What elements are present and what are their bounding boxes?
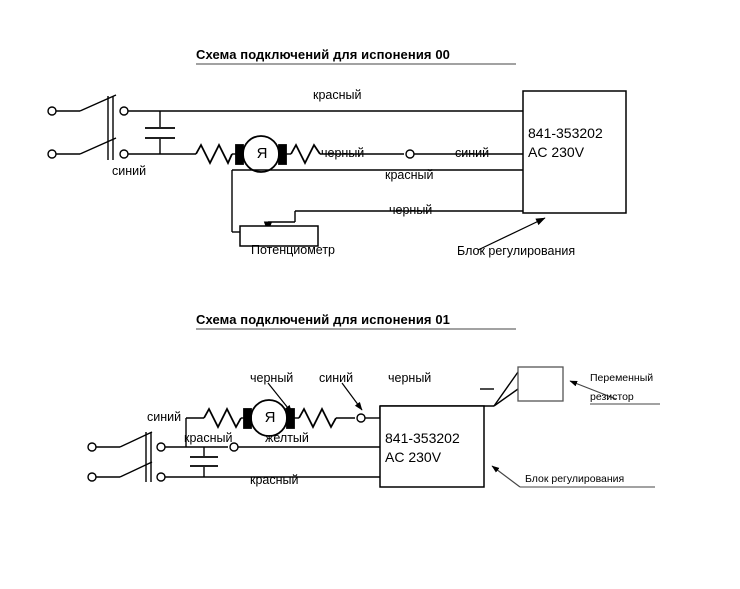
blue-label-leader-01 — [341, 382, 363, 411]
label-black-tap-01: черный — [250, 371, 294, 385]
label-blue-supply-01: синий — [147, 410, 182, 424]
variable-resistor-callout-line2: резистор — [590, 391, 634, 403]
control-block-01-callout-leader — [491, 465, 521, 488]
label-blue-motor-00: синий — [455, 146, 490, 160]
motor-letter-01: Я — [264, 409, 276, 426]
label-blue-tap-01: синий — [319, 371, 354, 385]
switch-blade-bottom — [79, 137, 117, 155]
label-black-bottom-00: черный — [389, 203, 433, 217]
control-block-01-model: 841-353202 — [385, 430, 460, 446]
control-block-00-callout-leader — [477, 217, 546, 251]
label-red-mid-00: красный — [385, 168, 434, 182]
diagram-00-title: Схема подключений для испонения 00 — [196, 47, 450, 62]
label-black-motor-00: черный — [321, 146, 365, 160]
label-red-bottom-01: красный — [250, 473, 299, 487]
diagram-00-circuit — [47, 90, 627, 251]
diagram-01-circuit — [87, 366, 660, 488]
variable-resistor-callout-line1: Переменный — [590, 372, 654, 384]
diagram-01-title: Схема подключений для испонения 01 — [196, 312, 450, 327]
input-terminal-bottom-01 — [87, 472, 97, 482]
control-block-00 — [522, 90, 627, 214]
junction-node-tap-01 — [356, 413, 366, 423]
control-block-01-voltage: AC 230V — [385, 449, 442, 465]
label-red-supply-01: красный — [184, 431, 233, 445]
switch-terminal-top — [119, 106, 129, 116]
potentiometer-label: Потенциометр — [251, 243, 336, 257]
junction-node-blue — [405, 149, 415, 159]
switch-blade-top-01 — [119, 431, 153, 448]
potentiometer-body — [239, 225, 319, 247]
resistor-left-01 — [203, 406, 242, 430]
resistor-left — [195, 142, 233, 166]
input-terminal-top — [47, 106, 57, 116]
input-terminal-bottom — [47, 149, 57, 159]
switch-blade-bottom-01 — [119, 461, 153, 478]
control-block-01-callout: Блок регулирования — [525, 473, 625, 485]
black-label-leader-01 — [267, 382, 293, 414]
label-yellow-motor-01: желтый — [265, 431, 309, 445]
control-block-01 — [379, 405, 485, 488]
switch-terminal-bottom — [119, 149, 129, 159]
label-red-top-00: красный — [313, 88, 362, 102]
control-block-00-model: 841-353202 — [528, 125, 603, 141]
switch-blade-top — [79, 94, 117, 112]
variable-resistor-callout-leader — [569, 380, 617, 400]
resistor-right-01 — [298, 406, 337, 430]
label-black-top-01: черный — [388, 371, 432, 385]
wire-to-varres-lower — [493, 388, 519, 407]
resistor-right — [290, 143, 321, 166]
motor-brush-right — [278, 144, 287, 165]
motor-brush-left-01 — [243, 408, 252, 429]
label-blue-supply-00: синий — [112, 164, 147, 178]
wire-to-varres-upper — [493, 371, 519, 407]
variable-resistor-body — [517, 366, 564, 402]
control-block-00-voltage: AC 230V — [528, 144, 585, 160]
control-block-00-callout: Блок регулирования — [457, 244, 576, 258]
motor-letter-00: Я — [256, 145, 268, 162]
switch-terminal-bottom-01 — [156, 472, 166, 482]
input-terminal-top-01 — [87, 442, 97, 452]
motor-brush-left — [235, 144, 244, 165]
switch-terminal-top-01 — [156, 442, 166, 452]
